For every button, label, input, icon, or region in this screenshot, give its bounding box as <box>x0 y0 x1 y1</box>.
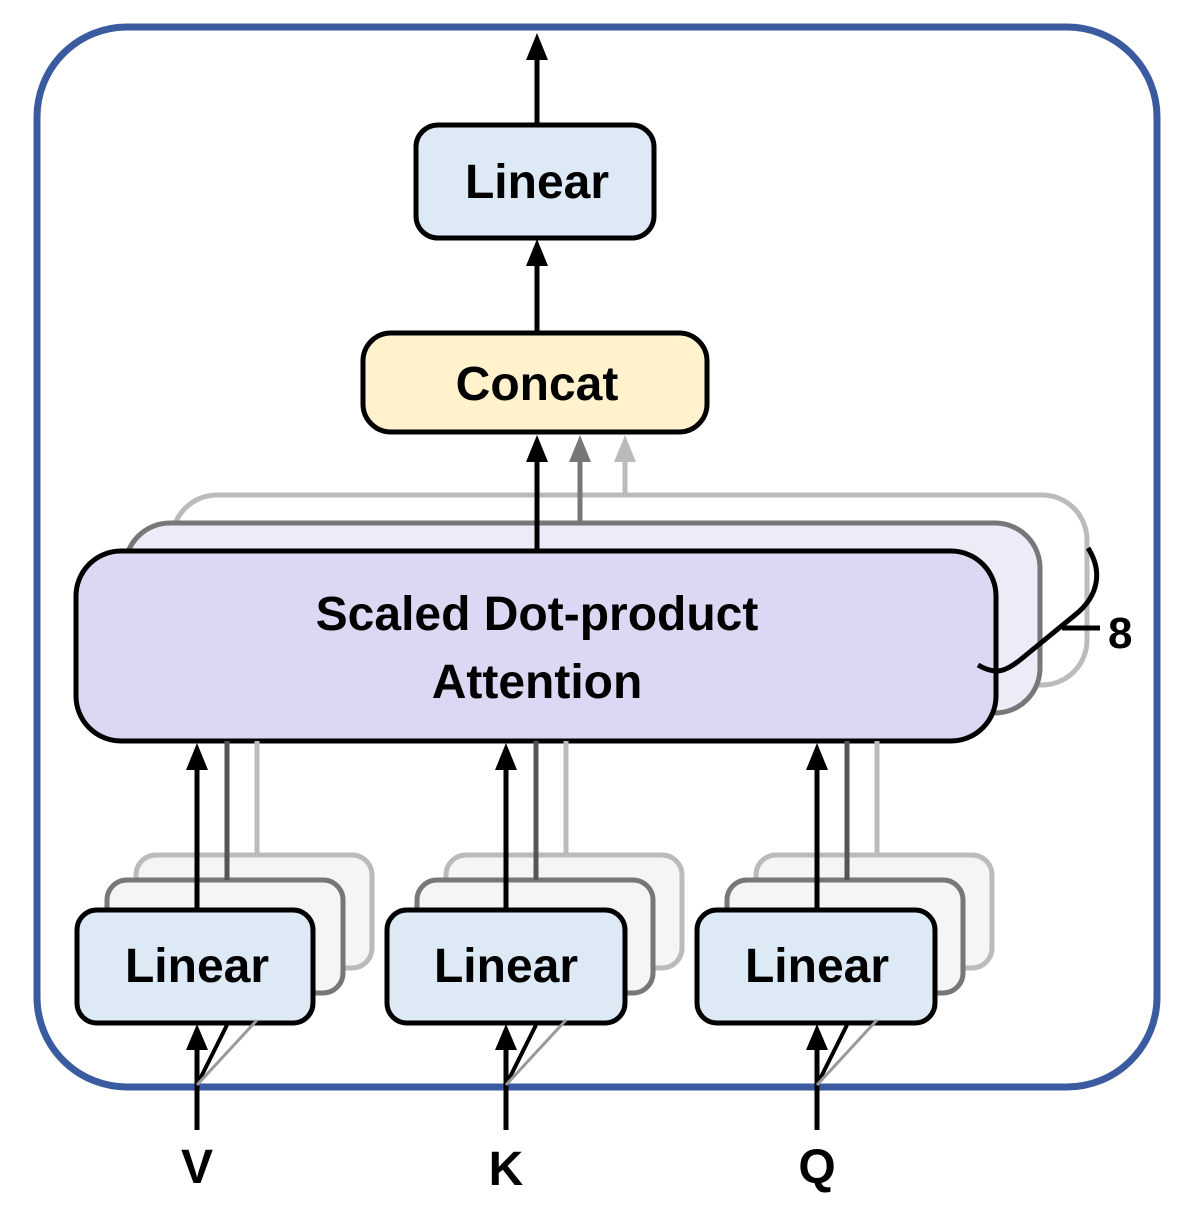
input-v-label: V <box>181 1141 213 1194</box>
branch-q: Linear Q <box>694 741 995 1194</box>
attention-to-concat-arrow <box>526 435 548 551</box>
attention-label-line2: Attention <box>432 656 643 709</box>
concat-box: Concat <box>360 330 710 435</box>
linear-q-label: Linear <box>745 940 889 993</box>
concat-to-linear-arrow <box>526 239 548 333</box>
output-linear-label: Linear <box>465 156 609 209</box>
outer-frame <box>33 23 1161 1091</box>
heads-count-label: 8 <box>1108 609 1132 658</box>
linear-k-label: Linear <box>434 940 578 993</box>
input-q-label: Q <box>798 1141 835 1194</box>
attention-to-concat-arrow-mid <box>569 435 591 523</box>
heads-brace: 8 <box>976 546 1132 674</box>
attention-to-concat-arrow-light <box>614 435 636 495</box>
linear-v-box <box>74 907 316 1026</box>
concat-label: Concat <box>456 358 619 411</box>
linear-v-label: Linear <box>125 940 269 993</box>
attention-label-line1: Scaled Dot-product <box>316 588 759 641</box>
linear-k-box <box>384 907 628 1026</box>
output-arrow <box>526 33 548 125</box>
attention-box: Scaled Dot-product Attention <box>73 548 999 744</box>
branch-v: Linear V <box>74 741 375 1194</box>
branch-k: Linear K <box>384 741 685 1196</box>
input-k-label: K <box>489 1143 524 1196</box>
output-linear-box: Linear <box>413 122 657 241</box>
linear-q-box <box>694 907 938 1026</box>
